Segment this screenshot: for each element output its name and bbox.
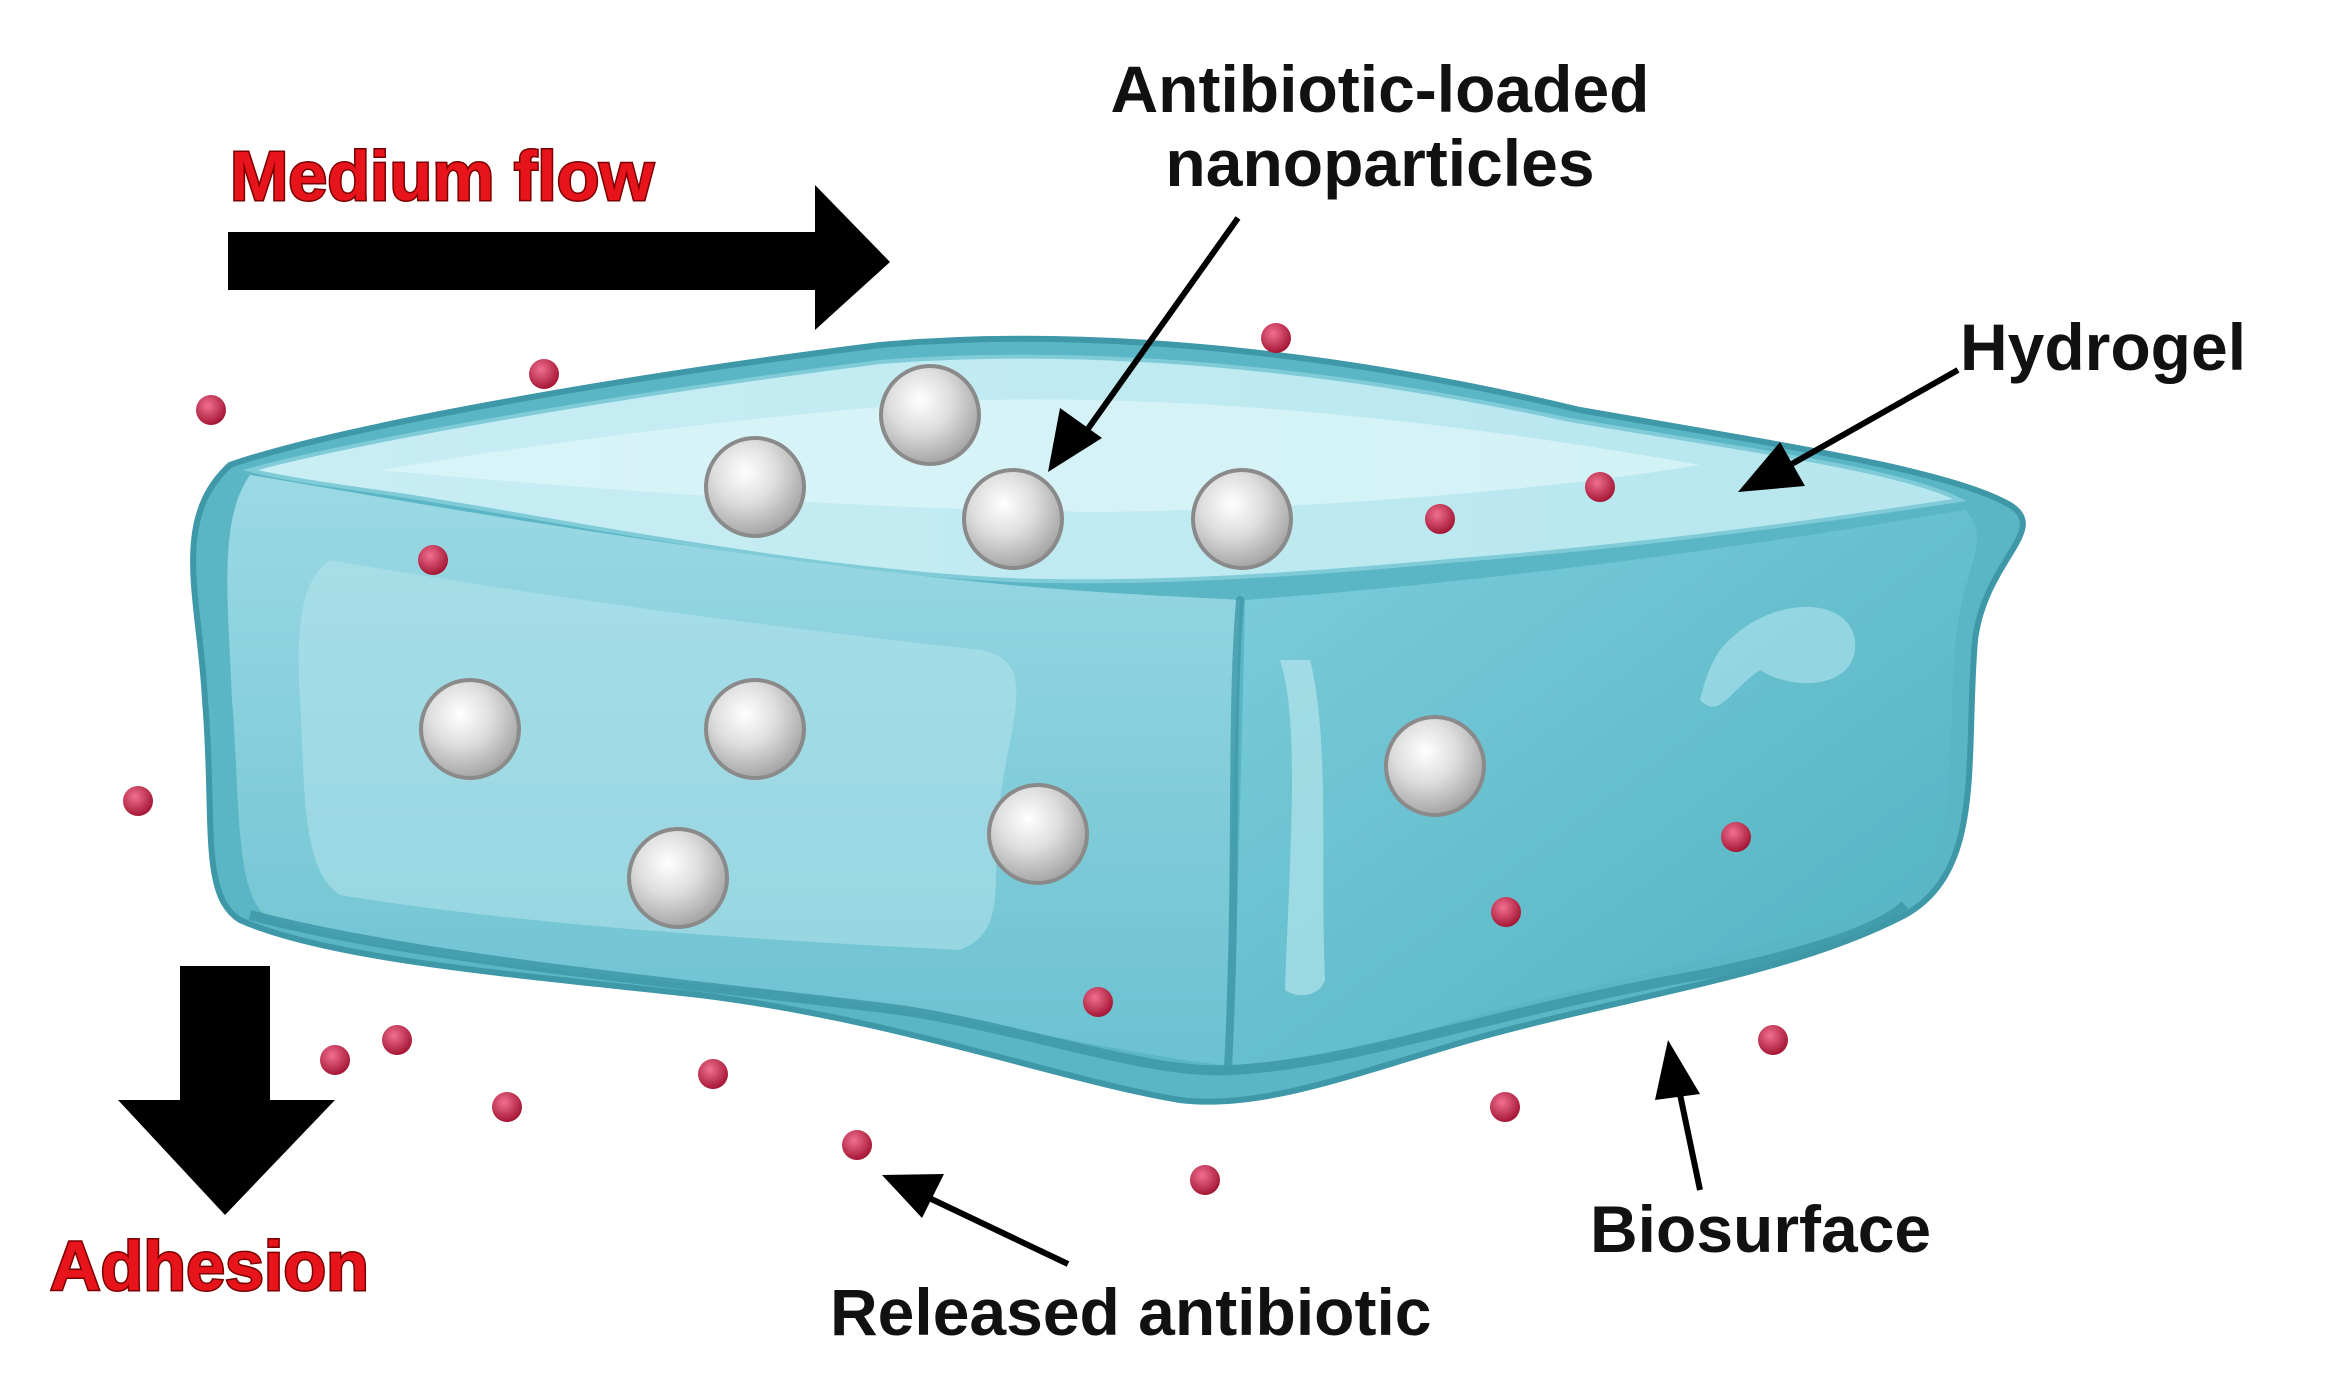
- nanoparticle: [1191, 468, 1293, 570]
- antibiotic-dot: [1490, 1092, 1520, 1122]
- nanoparticle: [879, 364, 981, 466]
- antibiotic-dot: [1261, 323, 1291, 353]
- front-side-seam: [1224, 596, 1244, 1072]
- medium-flow-label: Medium flow: [230, 137, 654, 215]
- antibiotic-dot: [382, 1025, 412, 1055]
- nanoparticle: [704, 678, 806, 780]
- antibiotic-dot: [1758, 1025, 1788, 1055]
- nanoparticle: [419, 678, 521, 780]
- nanoparticle: [1384, 715, 1486, 817]
- adhesion-arrow-icon: [118, 966, 335, 1215]
- released-antibiotic-label: Released antibiotic: [830, 1275, 1432, 1349]
- pointer-arrows: [882, 216, 1960, 1267]
- antibiotic-dot: [698, 1059, 728, 1089]
- antibiotic-dot: [1190, 1165, 1220, 1195]
- nanoparticle: [704, 436, 806, 538]
- biosurface-pointer-head-icon: [1655, 1040, 1700, 1100]
- released-antibiotic-pointer-head-icon: [882, 1174, 944, 1218]
- released-antibiotic-pointer-line: [923, 1193, 1070, 1267]
- nanoparticle: [627, 827, 729, 929]
- front-face-highlight: [298, 560, 1017, 950]
- nanoparticle-pointer-line: [1077, 216, 1241, 442]
- side-face-highlight: [1280, 660, 1325, 996]
- adhesion-label: Adhesion: [50, 1227, 369, 1305]
- antibiotic-dot: [1721, 822, 1751, 852]
- antibiotic-dot: [320, 1045, 350, 1075]
- antibiotic-dot: [1083, 987, 1113, 1017]
- hydrogel-label: Hydrogel: [1960, 310, 2246, 384]
- biosurface-pointer-line: [1674, 1079, 1703, 1191]
- antibiotic-dot: [492, 1092, 522, 1122]
- hydrogel-side-face: [1232, 510, 1978, 1066]
- biosurface-label: Biosurface: [1590, 1192, 1931, 1266]
- side-face-swirl: [1700, 606, 1856, 707]
- medium-flow-arrow-icon: [228, 185, 890, 330]
- antibiotic-dot: [418, 545, 448, 575]
- nanoparticles: [419, 364, 1486, 929]
- antibiotic-dot: [1585, 472, 1615, 502]
- antibiotic-dot: [196, 395, 226, 425]
- hydrogel-pointer-head-icon: [1738, 442, 1805, 492]
- antibiotic-dot: [123, 786, 153, 816]
- nanoparticle: [962, 468, 1064, 570]
- nanoparticles-label-line1: Antibiotic-loaded: [1111, 52, 1650, 126]
- nanoparticles-label-line2: nanoparticles: [1165, 126, 1594, 200]
- antibiotic-dot: [842, 1130, 872, 1160]
- nanoparticle-pointer-head-icon: [1048, 408, 1102, 472]
- bottom-rim: [248, 901, 1909, 1076]
- antibiotic-dot: [1425, 504, 1455, 534]
- hydrogel-pointer-line: [1788, 367, 1960, 468]
- nanoparticle: [987, 783, 1089, 885]
- antibiotic-dot: [529, 359, 559, 389]
- antibiotic-dot: [1491, 897, 1521, 927]
- released-antibiotic-dots: [123, 323, 1788, 1195]
